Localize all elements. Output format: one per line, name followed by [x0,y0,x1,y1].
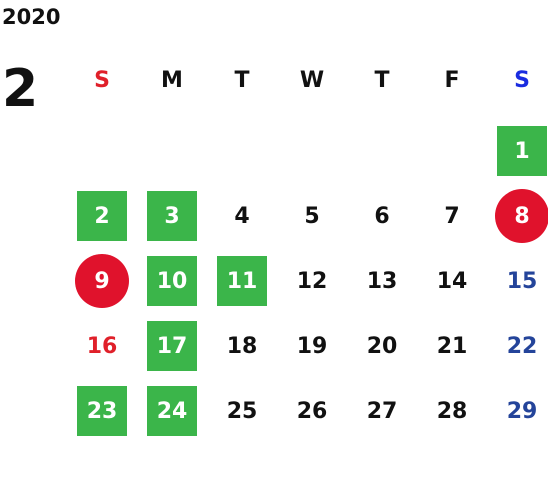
day-number: 5 [304,203,320,229]
day-cell-14[interactable]: 14 [427,256,477,306]
day-number: 13 [366,268,398,294]
year-label: 2020 [2,5,61,29]
weekday-header-friday: F [444,68,460,93]
day-number: 22 [506,333,538,359]
day-number: 27 [366,398,398,424]
day-cell-26[interactable]: 26 [287,386,337,436]
day-number: 18 [226,333,258,359]
day-cell-10[interactable]: 10 [147,256,197,306]
day-number: 20 [366,333,398,359]
day-number: 29 [506,398,538,424]
day-cell-19[interactable]: 19 [287,321,337,371]
day-number: 21 [436,333,468,359]
day-number: 25 [226,398,258,424]
day-cell-7[interactable]: 7 [427,191,477,241]
day-number: 7 [444,203,460,229]
day-cell-16[interactable]: 16 [77,321,127,371]
day-cell-20[interactable]: 20 [357,321,407,371]
day-cell-23[interactable]: 23 [77,386,127,436]
day-cell-22[interactable]: 22 [497,321,547,371]
weekday-header-thursday: T [374,68,390,93]
day-number: 16 [86,333,118,359]
weekday-header-tuesday: T [234,68,250,93]
day-number: 12 [296,268,328,294]
day-cell-2[interactable]: 2 [77,191,127,241]
day-cell-18[interactable]: 18 [217,321,267,371]
day-cell-13[interactable]: 13 [357,256,407,306]
weekday-header-wednesday: W [299,68,325,93]
day-cell-28[interactable]: 28 [427,386,477,436]
day-number: 1 [514,138,530,164]
day-cell-21[interactable]: 21 [427,321,477,371]
day-number: 11 [226,268,258,294]
weekday-header-monday: M [161,68,183,93]
day-number: 3 [164,203,180,229]
day-number: 8 [514,203,530,229]
day-number: 2 [94,203,110,229]
day-cell-24[interactable]: 24 [147,386,197,436]
day-number: 19 [296,333,328,359]
day-cell-5[interactable]: 5 [287,191,337,241]
day-cell-6[interactable]: 6 [357,191,407,241]
day-cell-3[interactable]: 3 [147,191,197,241]
month-number: 2 [2,59,39,119]
day-cell-12[interactable]: 12 [287,256,337,306]
day-number: 24 [156,398,188,424]
day-cell-8[interactable]: 8 [495,189,548,243]
day-cell-9[interactable]: 9 [75,254,129,308]
day-number: 17 [156,333,188,359]
day-number: 4 [234,203,250,229]
weekday-header-sunday: S [94,68,110,93]
day-cell-11[interactable]: 11 [217,256,267,306]
day-number: 15 [506,268,538,294]
day-cell-29[interactable]: 29 [497,386,547,436]
day-number: 23 [86,398,118,424]
day-cell-15[interactable]: 15 [497,256,547,306]
day-number: 9 [94,268,110,294]
day-number: 28 [436,398,468,424]
day-cell-25[interactable]: 25 [217,386,267,436]
day-cell-1[interactable]: 1 [497,126,547,176]
day-cell-27[interactable]: 27 [357,386,407,436]
day-number: 14 [436,268,468,294]
weekday-header-saturday: S [514,68,530,93]
day-cell-17[interactable]: 17 [147,321,197,371]
day-number: 26 [296,398,328,424]
day-number: 6 [374,203,390,229]
day-cell-4[interactable]: 4 [217,191,267,241]
day-number: 10 [156,268,188,294]
